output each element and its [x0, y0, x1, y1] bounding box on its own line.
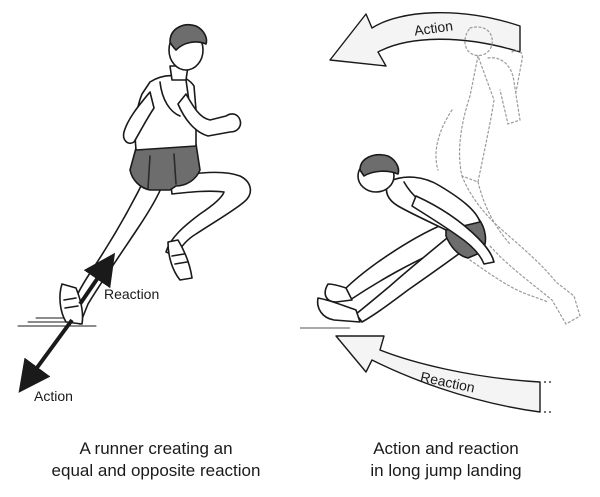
runner-caption-line2: equal and opposite reaction — [51, 461, 261, 480]
curved-arrow-reaction — [335, 335, 552, 413]
runner-caption: A runner creating an equal and opposite … — [26, 438, 286, 482]
runner-action-label: Action — [34, 388, 73, 404]
jump-caption-line2: in long jump landing — [370, 461, 522, 480]
curved-arrow-action — [329, 11, 521, 67]
action-arrow — [18, 318, 74, 393]
jump-caption-line1: Action and reaction — [373, 439, 519, 458]
reaction-arrow — [78, 252, 116, 306]
long-jumper-figure — [316, 154, 495, 323]
runner-caption-line1: A runner creating an — [79, 439, 233, 458]
runner-reaction-label: Reaction — [104, 286, 160, 302]
jump-caption: Action and reaction in long jump landing — [316, 438, 576, 482]
runner-figure — [17, 24, 252, 327]
ghost-jumper-figure — [435, 26, 581, 325]
runner-force-arrows — [18, 252, 116, 393]
